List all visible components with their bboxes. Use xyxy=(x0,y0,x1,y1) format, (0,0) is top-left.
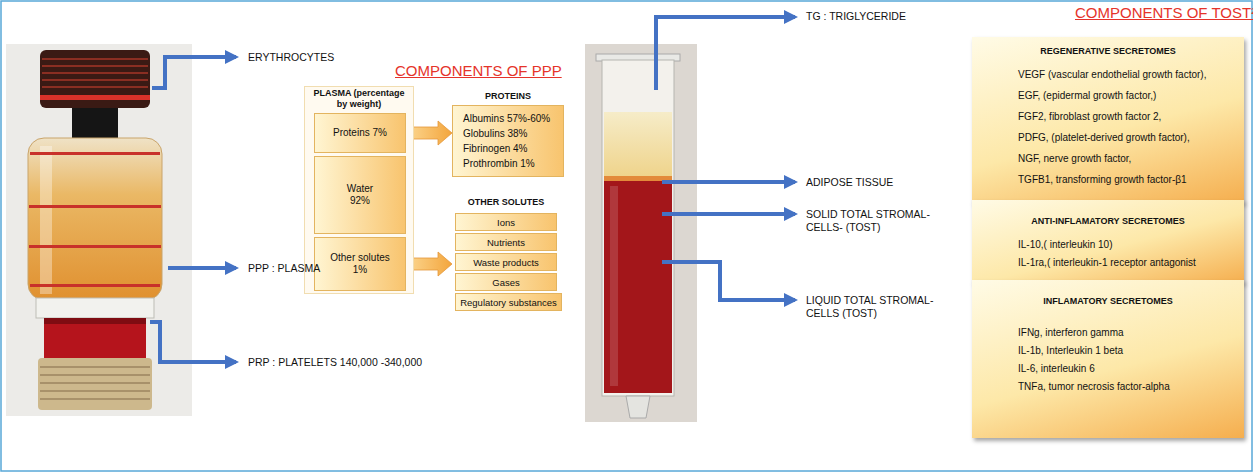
stromal-layer xyxy=(604,181,672,393)
plasma-column: Proteins 7% Water 92% Other solutes 1% PLAS… xyxy=(304,86,414,294)
box-label: Ions xyxy=(497,217,515,228)
list-item: IL-1b, Interleukin 1 beta xyxy=(1018,345,1236,357)
base-ridge xyxy=(40,382,150,384)
list-item: TGFB1, transforming growth factor-β1 xyxy=(1018,174,1236,186)
list-item: Fibrinogen 4% xyxy=(463,141,557,156)
cap-ridge xyxy=(42,58,148,60)
secretome-box: INFLAMATORY SECRETOMES IFNg, interferon g… xyxy=(972,280,1244,438)
base-ridge xyxy=(40,390,150,392)
box-label: Waste products xyxy=(473,257,539,268)
base-ridge xyxy=(40,366,150,368)
secretome-box: ANTI-INFLAMATORY SECRETOMES IL-10,( inter… xyxy=(972,200,1244,283)
box-heading: PLASMA (percentage by weight) xyxy=(305,87,413,111)
device-base xyxy=(38,358,152,410)
leader-arrow xyxy=(662,180,795,184)
proteins-box: PROTEINS Albumins 57%-60%Globulins 38%Fib… xyxy=(452,90,564,177)
list-item: TNFa, tumor necrosis factor-alpha xyxy=(1018,381,1236,393)
box-heading: PROTEINS xyxy=(452,90,564,103)
layer-label: PPP : PLASMA xyxy=(248,262,408,275)
body-ring xyxy=(29,205,161,208)
secretome-box: REGENERATIVE SECRETOMES VEGF (vascular en… xyxy=(972,37,1244,203)
cap-ridge xyxy=(42,72,148,74)
layer-shade xyxy=(44,318,146,324)
section-title: COMPONENTS OF TOST² xyxy=(1075,4,1253,22)
box-heading: OTHER SOLUTES xyxy=(452,196,560,209)
list-item: VEGF (vascular endothelial growth factor… xyxy=(1018,69,1236,81)
syringe-barrel xyxy=(602,60,674,396)
body-ring xyxy=(29,245,161,248)
cap-ridge xyxy=(42,86,148,88)
leader-arrow xyxy=(152,57,236,88)
list-item: IL-1ra,( interleukin-1 receptor antagoni… xyxy=(1018,257,1236,269)
photo-ground xyxy=(585,44,697,422)
proteins-panel: Albumins 57%-60%Globulins 38%Fibrinogen … xyxy=(452,105,564,177)
cap-ring xyxy=(40,95,150,100)
device-collar xyxy=(36,298,154,318)
list-item: IL-10,( interleukin 10) xyxy=(1018,239,1236,251)
syringe-tip xyxy=(626,396,650,418)
device-cap xyxy=(40,50,150,108)
box-label: Nutrients xyxy=(487,237,525,248)
list-item: EGF, (epidermal growth factor,) xyxy=(1018,90,1236,102)
list-item: Globulins 38% xyxy=(463,126,557,141)
layer-label: ERYTHROCYTES xyxy=(248,51,408,64)
base-ridge xyxy=(40,398,150,400)
body-highlight xyxy=(40,146,52,294)
layer-label: PRP : PLATELETS 140,000 -340,000 xyxy=(248,356,488,369)
box-label: Water 92% xyxy=(338,183,382,207)
box-label: Proteins 7% xyxy=(333,127,387,139)
solute-box: Waste products xyxy=(455,253,557,271)
solutes-group: IonsNutrientsWaste productsGasesRegulato… xyxy=(452,196,560,316)
fraction-box: Water 92% xyxy=(314,156,406,234)
interface-layer xyxy=(604,176,672,181)
layer-label: ADIPOSE TISSUE xyxy=(806,176,956,189)
list-item: IL-6, interleukin 6 xyxy=(1018,363,1236,375)
leader-arrow xyxy=(150,322,236,362)
list-item: FGF2, fibroblast growth factor 2, xyxy=(1018,111,1236,123)
list-item: NGF, nerve growth factor, xyxy=(1018,153,1236,165)
box-heading: REGENERATIVE SECRETOMES xyxy=(980,46,1236,57)
fraction-box: Proteins 7% xyxy=(314,113,406,153)
box-label: Gases xyxy=(492,277,519,288)
leader-arrow xyxy=(662,262,795,300)
solute-box: Gases xyxy=(455,273,557,291)
leader-arrow xyxy=(168,266,236,270)
base-ridge xyxy=(40,374,150,376)
device-neck xyxy=(72,108,118,140)
cap-ridge xyxy=(42,65,148,67)
solute-box: Nutrients xyxy=(455,233,557,251)
layer-label: TG : TRIGLYCERIDE xyxy=(806,10,956,23)
cap-ridge xyxy=(42,79,148,81)
box-label: Other solutes 1% xyxy=(324,252,396,276)
body-ring xyxy=(30,284,160,287)
platelet-layer xyxy=(44,318,146,358)
list-item: Albumins 57%-60% xyxy=(463,111,557,126)
layer-label: SOLID TOTAL STROMAL- CELLS- (TOST) xyxy=(806,208,934,234)
barrel-highlight xyxy=(610,186,618,386)
list-item: PDFG, (platelet-derived growth factor), xyxy=(1018,132,1236,144)
leader-arrow xyxy=(662,212,795,216)
list-item: Prothrombin 1% xyxy=(463,156,557,171)
box-heading: INFLAMATORY SECRETOMES xyxy=(980,296,1236,307)
list-item: IFNg, interferon gamma xyxy=(1018,327,1236,339)
device-body xyxy=(28,138,162,300)
solute-box: Regulatory substances xyxy=(455,293,562,311)
leader-arrow xyxy=(656,17,795,90)
box-heading: ANTI-INFLAMATORY SECRETOMES xyxy=(980,216,1236,227)
solute-box: Ions xyxy=(455,213,557,231)
box-label: Regulatory substances xyxy=(460,297,557,308)
fraction-box: Other solutes 1% xyxy=(314,237,406,291)
layer-label: LIQUID TOTAL STROMAL-CELLS (TOST) xyxy=(806,294,934,320)
section-title: COMPONENTS OF PPP xyxy=(395,62,562,80)
body-ring xyxy=(30,152,160,155)
fat-layer xyxy=(604,112,672,176)
